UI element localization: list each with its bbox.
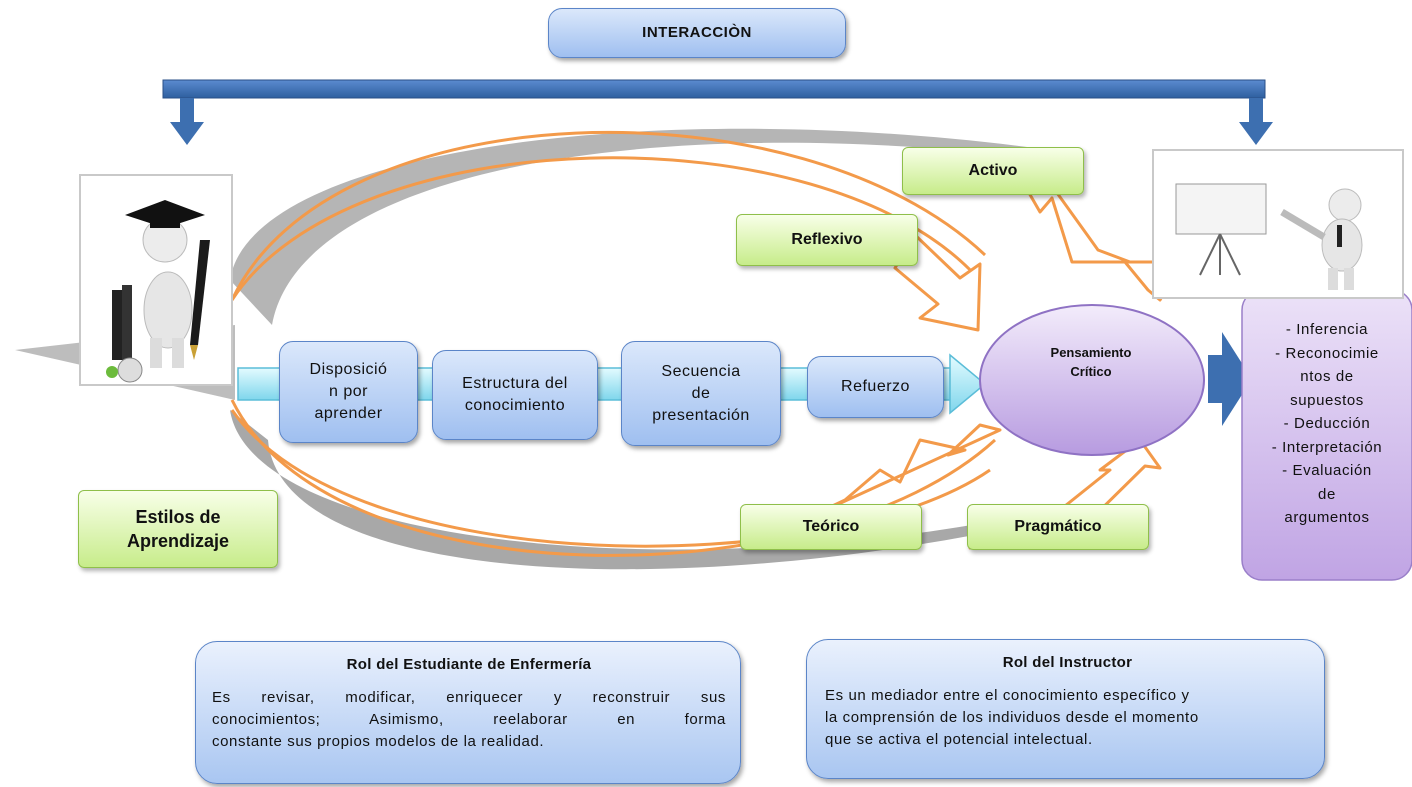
student-role-card: Rol del Estudiante de Enfermería Es revi… <box>195 641 741 784</box>
instructor-role-card: Rol del Instructor Es un mediador entre … <box>806 639 1325 779</box>
skill-item: - Interpretación <box>1271 438 1383 456</box>
step-structure: Estructura del conocimiento <box>432 350 598 440</box>
student-role-line2: conocimientos; Asimismo, reelaborar en f… <box>212 711 726 728</box>
student-role-line3: constante sus propios modelos de la real… <box>212 733 545 750</box>
step-structure-line1: Estructura del <box>462 375 568 392</box>
style-reflexivo: Reflexivo <box>736 214 918 266</box>
step-structure-line2: conocimiento <box>464 397 566 414</box>
student-illustration <box>79 174 233 386</box>
instructor-illustration <box>1152 149 1404 299</box>
instructor-role-line2: la comprensión de los individuos desde e… <box>825 709 1199 726</box>
skills-list: - Inferencia - Reconocimie ntos de supue… <box>1246 318 1408 554</box>
step-disposition-line3: aprender <box>314 405 383 422</box>
style-pragmatico: Pragmático <box>967 504 1149 550</box>
learning-styles-box: Estilos de Aprendizaje <box>78 490 278 568</box>
instructor-role-line3: que se activa el potencial intelectual. <box>825 731 1093 748</box>
instructor-role-title: Rol del Instructor <box>1002 654 1133 671</box>
step-reinforcement-label: Refuerzo <box>841 378 910 395</box>
skill-item: supuestos <box>1290 391 1364 409</box>
interaction-title-box: INTERACCIÒN <box>548 8 846 58</box>
style-activo-label: Activo <box>968 162 1018 179</box>
style-pragmatico-label: Pragmático <box>1014 518 1102 535</box>
style-teorico-label: Teórico <box>802 518 860 535</box>
step-disposition-line2: n por <box>329 383 368 400</box>
step-sequence: Secuencia de presentación <box>621 341 781 446</box>
interaction-connector <box>162 79 1273 145</box>
skill-item: - Reconocimie <box>1275 344 1379 362</box>
critical-thinking-label: Pensamiento Crítico <box>1000 340 1182 384</box>
skill-item: argumentos <box>1284 509 1370 526</box>
student-role-line1: Es revisar, modificar, enriquecer y reco… <box>212 689 726 706</box>
skill-item: - Deducción <box>1283 415 1371 432</box>
style-teorico: Teórico <box>740 504 922 550</box>
critical-thinking-ellipse <box>979 304 1205 456</box>
skill-item: ntos de <box>1300 368 1354 385</box>
step-reinforcement: Refuerzo <box>807 356 944 418</box>
step-disposition-line1: Disposició <box>309 361 388 378</box>
skill-item: de <box>1318 485 1336 503</box>
step-sequence-line1: Secuencia <box>661 362 741 380</box>
interaction-title: INTERACCIÒN <box>642 24 752 41</box>
style-activo: Activo <box>902 147 1084 195</box>
output-arrow <box>1208 332 1252 426</box>
step-sequence-line2: de <box>691 384 711 402</box>
critical-thinking-line1: Pensamiento <box>1050 345 1132 360</box>
instructor-role-line1: Es un mediador entre el conocimiento esp… <box>825 687 1190 704</box>
skill-item: - Evaluación <box>1282 462 1372 479</box>
style-reflexivo-label: Reflexivo <box>791 231 863 248</box>
step-disposition: Disposició n por aprender <box>279 341 418 443</box>
student-role-title: Rol del Estudiante de Enfermería <box>346 656 592 673</box>
learning-styles-line1: Estilos de <box>135 507 221 527</box>
step-sequence-line3: presentación <box>652 406 750 424</box>
critical-thinking-line2: Crítico <box>1070 364 1112 379</box>
skill-item: - Inferencia <box>1285 321 1369 338</box>
learning-styles-line2: Aprendizaje <box>126 531 230 551</box>
